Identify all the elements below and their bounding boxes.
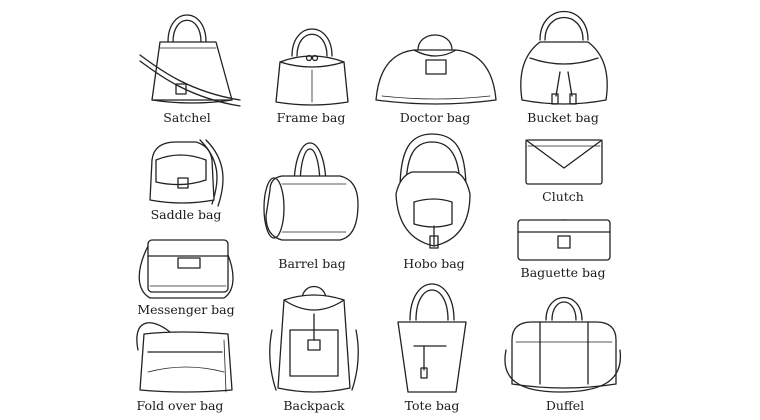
bag-label: Baguette bag bbox=[520, 265, 606, 280]
bag-label: Satchel bbox=[163, 110, 211, 125]
bag-label: Frame bag bbox=[276, 110, 346, 125]
bag-label: Doctor bag bbox=[399, 110, 471, 125]
bag-label: Fold over bag bbox=[136, 398, 224, 413]
bag-label: Hobo bag bbox=[403, 256, 465, 271]
bag-label: Saddle bag bbox=[150, 207, 222, 222]
bag-label: Duffel bbox=[545, 398, 585, 413]
bag-label: Tote bag bbox=[404, 398, 460, 413]
bag-label: Messenger bag bbox=[137, 302, 235, 317]
bag-label: Clutch bbox=[542, 189, 584, 204]
bag-label: Backpack bbox=[283, 398, 345, 413]
bag-label: Bucket bag bbox=[527, 110, 599, 125]
bag-label: Barrel bag bbox=[278, 256, 346, 271]
